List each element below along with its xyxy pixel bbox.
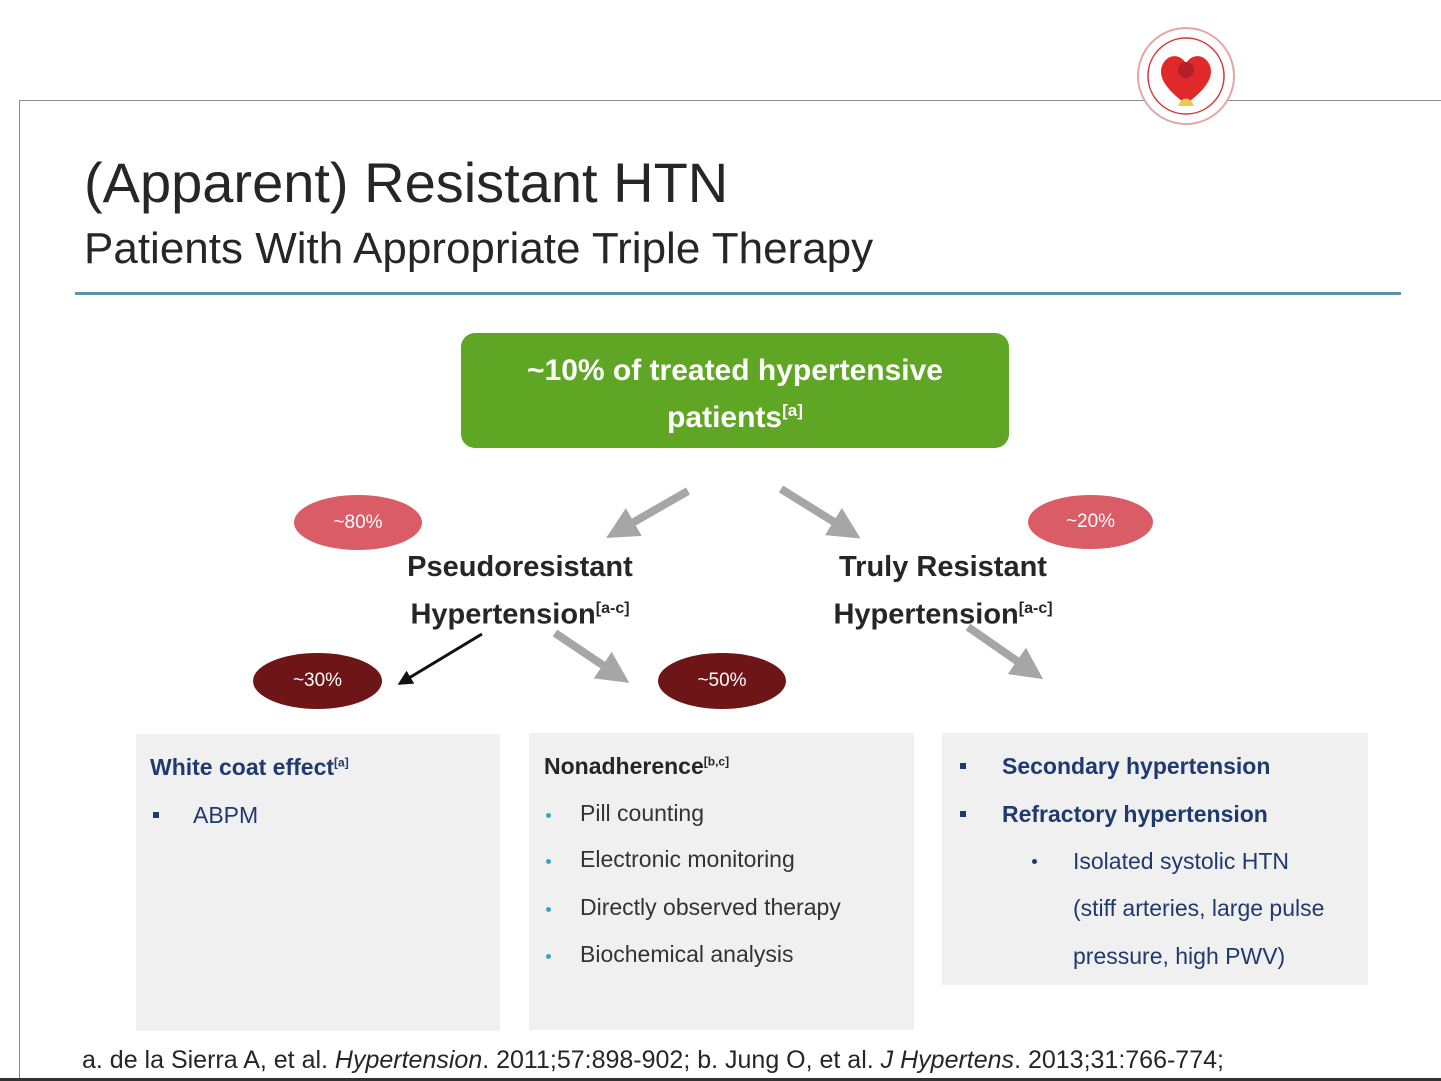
slide-frame-bottom xyxy=(0,1078,1441,1081)
truly-sub-item: (stiff arteries, large pulse xyxy=(1073,895,1325,921)
nonadherence-item: Directly observed therapy xyxy=(580,894,841,920)
pseudoresistant-line1: Pseudoresistant xyxy=(407,551,633,583)
arrow-to-pseudoresistant xyxy=(606,487,690,538)
footnote-part1: a. de la Sierra A, et al. xyxy=(82,1046,335,1074)
truly-item: Refractory hypertension xyxy=(1002,801,1268,827)
truly-sub-item: pressure, high PWV) xyxy=(1073,943,1286,969)
arrow-to-truly-resistant xyxy=(778,485,861,539)
badge-50-percent: ~50% xyxy=(658,653,786,709)
treated-patients-line2: patients xyxy=(667,401,783,434)
truly-resistant-line2: Hypertension xyxy=(833,598,1019,631)
nonadherence-heading: Nonadherence[b,c] xyxy=(544,753,729,780)
slide-title: (Apparent) Resistant HTN xyxy=(84,151,729,214)
references-footnote: a. de la Sierra A, et al. Hypertension. … xyxy=(82,1046,1224,1075)
badge-20-percent: ~20% xyxy=(1028,495,1153,549)
square-bullet-icon xyxy=(960,763,966,769)
white-coat-ref: [a] xyxy=(334,755,349,770)
truly-resistant-line1: Truly Resistant xyxy=(839,551,1047,583)
arrow-to-white-coat xyxy=(397,632,483,685)
arrow-to-secondary xyxy=(965,623,1044,680)
treated-patients-line1: ~10% of treated hypertensive xyxy=(526,354,943,387)
nonadherence-ref: [b,c] xyxy=(703,754,730,769)
truly-resistant-ref: [a-c] xyxy=(1018,600,1053,617)
pseudoresistant-line2: Hypertension xyxy=(410,598,596,631)
white-coat-heading-text: White coat effect xyxy=(150,754,335,780)
truly-resistant-panel: Secondary hypertension Refractory hypert… xyxy=(942,733,1368,985)
nonadherence-panel: Nonadherence[b,c] Pill counting Electron… xyxy=(529,733,914,1030)
pseudoresistant-label: Pseudoresistant Hypertension[a-c] xyxy=(390,547,650,636)
nonadherence-heading-text: Nonadherence xyxy=(544,753,704,779)
truly-item: Secondary hypertension xyxy=(1002,753,1271,779)
square-bullet-icon xyxy=(960,811,966,817)
footnote-part3: . 2013;31:766-774; xyxy=(1014,1046,1224,1074)
footnote-journal2: J Hypertens xyxy=(880,1046,1015,1074)
badge-80-percent: ~80% xyxy=(294,495,422,550)
dot-bullet-icon xyxy=(546,859,551,864)
truly-resistant-label: Truly Resistant Hypertension[a-c] xyxy=(812,547,1074,636)
treated-patients-ref: [a] xyxy=(782,401,803,420)
badge-30-percent: ~30% xyxy=(253,653,382,709)
slide-subtitle: Patients With Appropriate Triple Therapy xyxy=(84,224,874,273)
dot-bullet-icon xyxy=(1032,859,1037,864)
white-coat-item: ABPM xyxy=(193,802,259,828)
nonadherence-item: Pill counting xyxy=(580,800,705,826)
slide-frame-left xyxy=(19,100,20,1081)
dot-bullet-icon xyxy=(546,954,551,959)
arrow-to-nonadherence xyxy=(552,629,630,683)
square-bullet-icon xyxy=(153,812,159,818)
pseudoresistant-ref: [a-c] xyxy=(595,600,630,617)
society-logo xyxy=(1137,27,1235,125)
slide-frame-top xyxy=(19,100,1441,101)
truly-sub-item: Isolated systolic HTN xyxy=(1073,848,1290,874)
treated-patients-box: ~10% of treated hypertensive patients[a] xyxy=(461,333,1009,448)
footnote-journal1: Hypertension xyxy=(334,1046,483,1074)
nonadherence-item: Electronic monitoring xyxy=(580,846,795,872)
white-coat-heading: White coat effect[a] xyxy=(150,754,349,781)
nonadherence-item: Biochemical analysis xyxy=(580,941,794,967)
dot-bullet-icon xyxy=(546,907,551,912)
title-rule xyxy=(75,292,1401,295)
footnote-part2: . 2011;57:898-902; b. Jung O, et al. xyxy=(482,1046,881,1074)
white-coat-panel: White coat effect[a] ABPM xyxy=(136,734,500,1031)
dot-bullet-icon xyxy=(546,813,551,818)
